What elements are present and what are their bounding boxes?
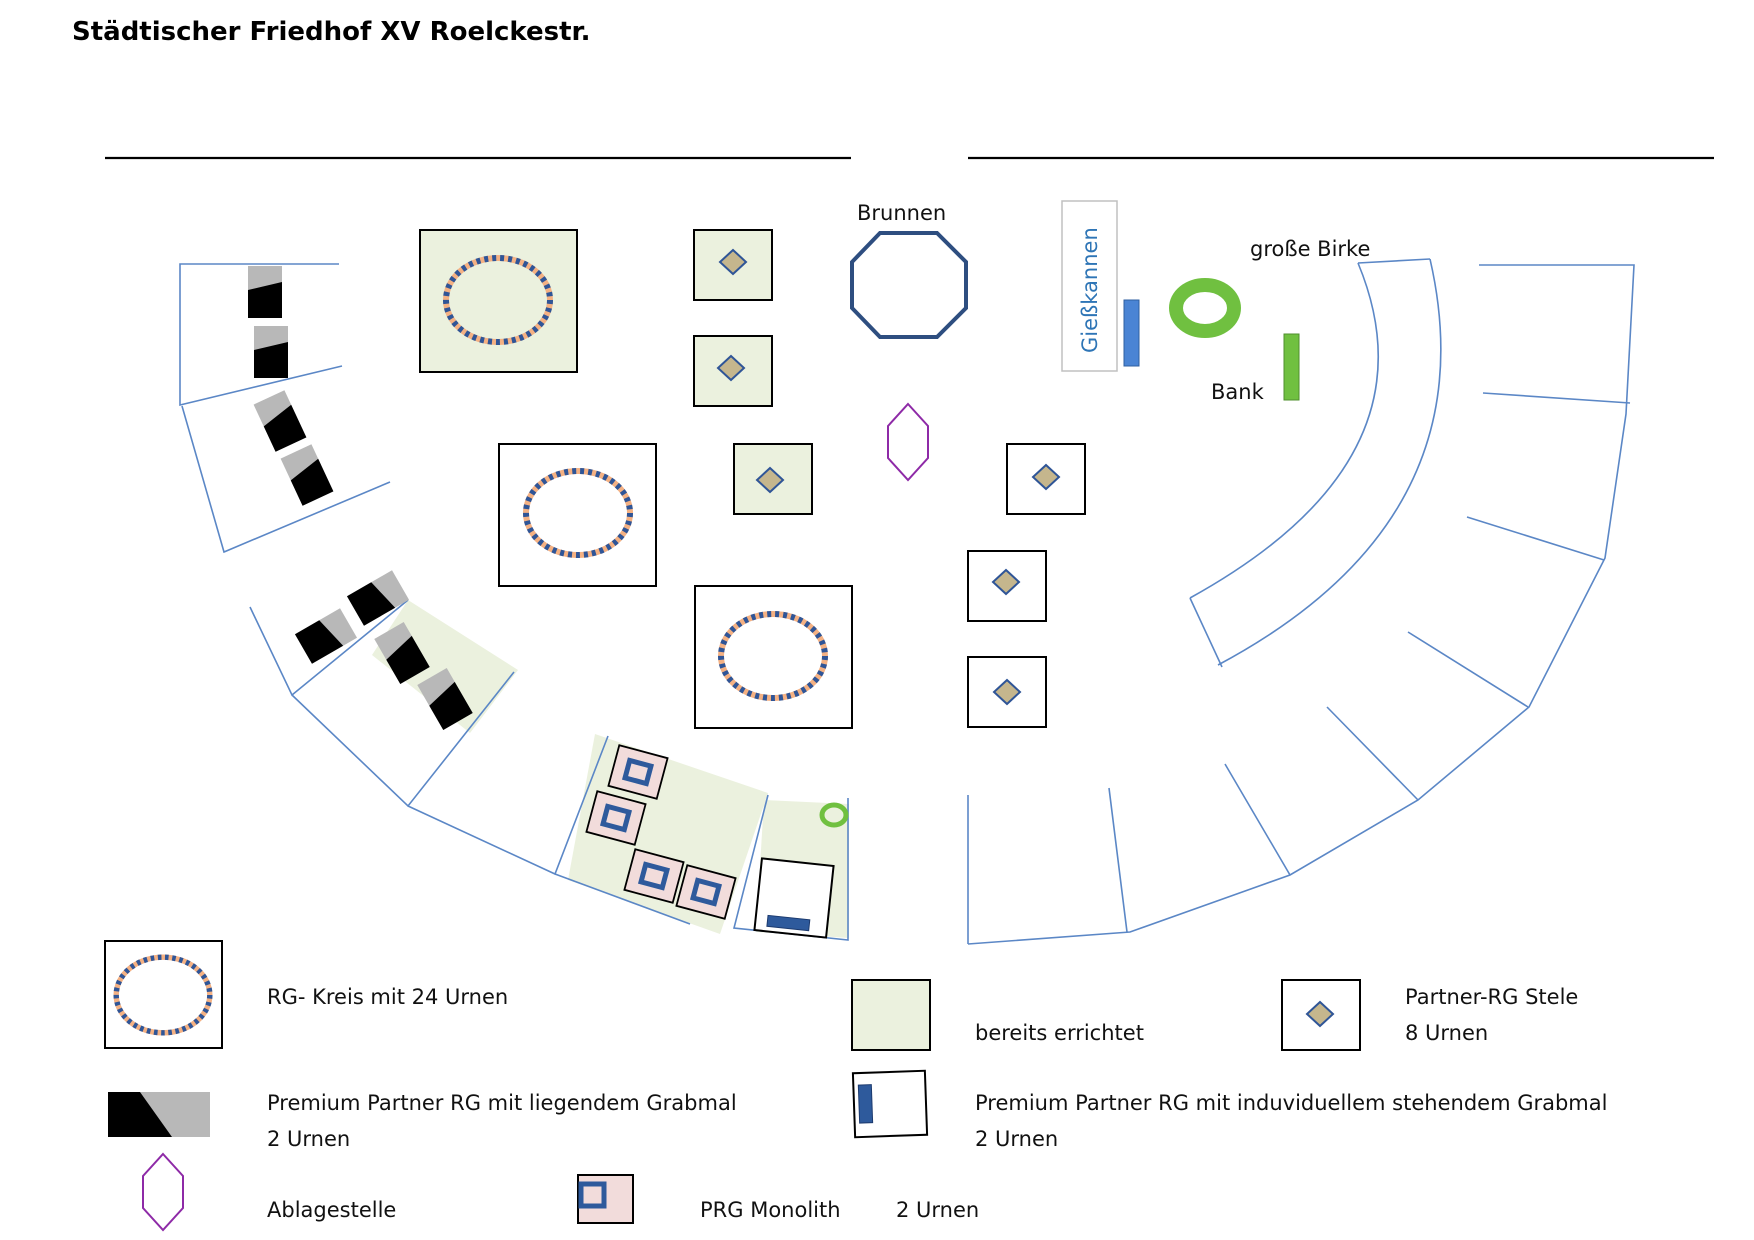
- legend-liegend-text-1: Premium Partner RG mit liegendem Grabmal: [267, 1091, 737, 1115]
- stehendes-grabmal: [753, 857, 835, 939]
- rg-kreis-2: [498, 443, 657, 587]
- rg-kreis-3: [694, 585, 853, 729]
- legend-bereits-text: bereits errichtet: [975, 1021, 1144, 1045]
- legend-ablage-swatch: [142, 1152, 184, 1232]
- legend-stele-text-2: 8 Urnen: [1405, 1021, 1488, 1045]
- hexagon-ablage-icon: [887, 402, 929, 482]
- stele-1: [693, 229, 773, 301]
- birke-label: große Birke: [1250, 237, 1370, 261]
- legend-rg-kreis-text: RG- Kreis mit 24 Urnen: [267, 985, 508, 1009]
- legend-monolith-urnen: 2 Urnen: [896, 1198, 979, 1222]
- giesskannen-box: [1061, 200, 1118, 372]
- legend-stehend-swatch: [851, 1069, 929, 1139]
- stele-3: [733, 443, 813, 515]
- giesskannen-label: Gießkannen: [1078, 227, 1102, 353]
- legend-bereits-swatch: [851, 979, 931, 1051]
- stele-2: [693, 335, 773, 407]
- stele-6: [967, 656, 1047, 728]
- legend-stehend-text-2: 2 Urnen: [975, 1127, 1058, 1151]
- page-title: Städtischer Friedhof XV Roelckestr.: [72, 17, 591, 47]
- legend-liegend-swatch: [108, 1092, 210, 1137]
- legend-monolith-text: PRG Monolith: [700, 1198, 841, 1222]
- brunnen-label: Brunnen: [857, 201, 946, 225]
- legend-ablage-text: Ablagestelle: [267, 1198, 396, 1222]
- bank-icon: [1283, 333, 1300, 401]
- giesskannen-stand: [1123, 299, 1140, 367]
- legend-stehend-text-1: Premium Partner RG mit induviduellem ste…: [975, 1091, 1607, 1115]
- stele-5: [967, 550, 1047, 622]
- small-tree-icon: [819, 802, 849, 828]
- ring-tree-icon: [1169, 278, 1241, 338]
- octagon-fountain-icon: [850, 231, 968, 339]
- rg-kreis-1: [419, 229, 578, 373]
- legend-liegend-text-2: 2 Urnen: [267, 1127, 350, 1151]
- legend-stele-text-1: Partner-RG Stele: [1405, 985, 1578, 1009]
- legend: RG- Kreis mit 24 Urnen bereits errichtet…: [104, 940, 1607, 1232]
- bank-label: Bank: [1211, 380, 1265, 404]
- stele-4: [1006, 443, 1086, 515]
- right-arc-sections: [967, 258, 1635, 945]
